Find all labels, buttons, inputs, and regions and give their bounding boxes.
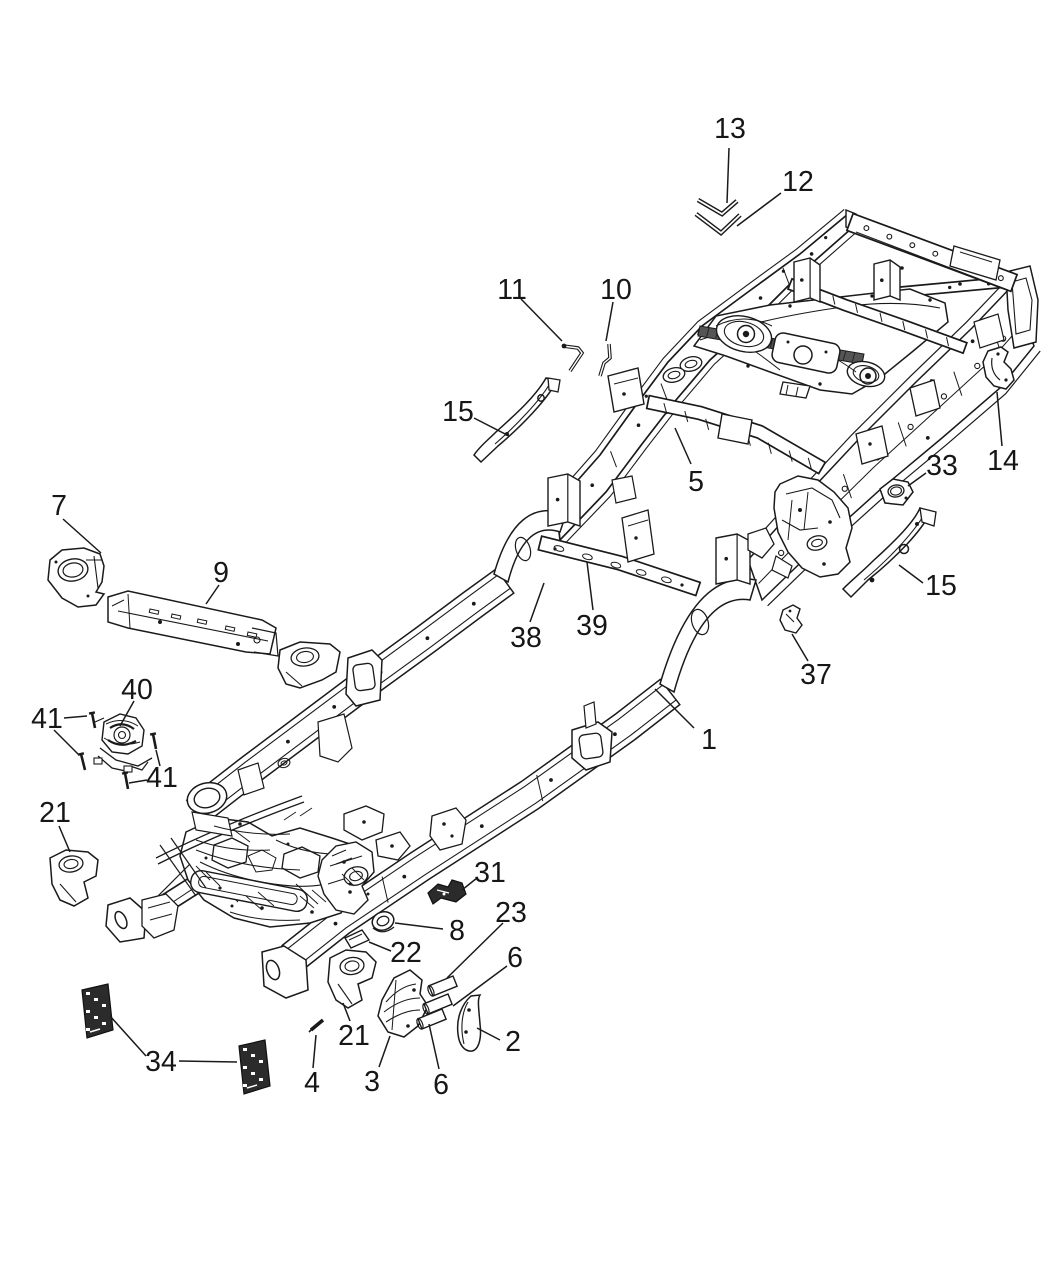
svg-text:22: 22 xyxy=(390,937,422,969)
svg-text:40: 40 xyxy=(121,674,153,706)
svg-text:9: 9 xyxy=(213,557,229,589)
svg-text:12: 12 xyxy=(782,166,814,198)
svg-text:3: 3 xyxy=(364,1066,380,1098)
svg-text:15: 15 xyxy=(442,396,474,428)
svg-text:2: 2 xyxy=(505,1026,521,1058)
svg-text:6: 6 xyxy=(507,942,523,974)
svg-text:39: 39 xyxy=(576,610,608,642)
svg-text:13: 13 xyxy=(714,113,746,145)
svg-text:6: 6 xyxy=(433,1069,449,1101)
svg-text:37: 37 xyxy=(800,659,832,691)
svg-text:21: 21 xyxy=(338,1020,370,1052)
svg-text:15: 15 xyxy=(925,570,957,602)
svg-text:23: 23 xyxy=(495,897,527,929)
svg-text:33: 33 xyxy=(926,450,958,482)
svg-text:8: 8 xyxy=(449,915,465,947)
svg-text:1: 1 xyxy=(701,724,717,756)
svg-text:5: 5 xyxy=(688,466,704,498)
svg-text:10: 10 xyxy=(600,274,632,306)
svg-text:4: 4 xyxy=(304,1067,320,1099)
svg-text:41: 41 xyxy=(146,762,178,794)
svg-text:31: 31 xyxy=(474,857,506,889)
svg-text:41: 41 xyxy=(31,703,63,735)
svg-text:14: 14 xyxy=(987,445,1019,477)
svg-text:21: 21 xyxy=(39,797,71,829)
svg-text:38: 38 xyxy=(510,622,542,654)
svg-text:7: 7 xyxy=(51,490,67,522)
svg-text:11: 11 xyxy=(497,274,527,306)
svg-text:34: 34 xyxy=(145,1046,177,1078)
